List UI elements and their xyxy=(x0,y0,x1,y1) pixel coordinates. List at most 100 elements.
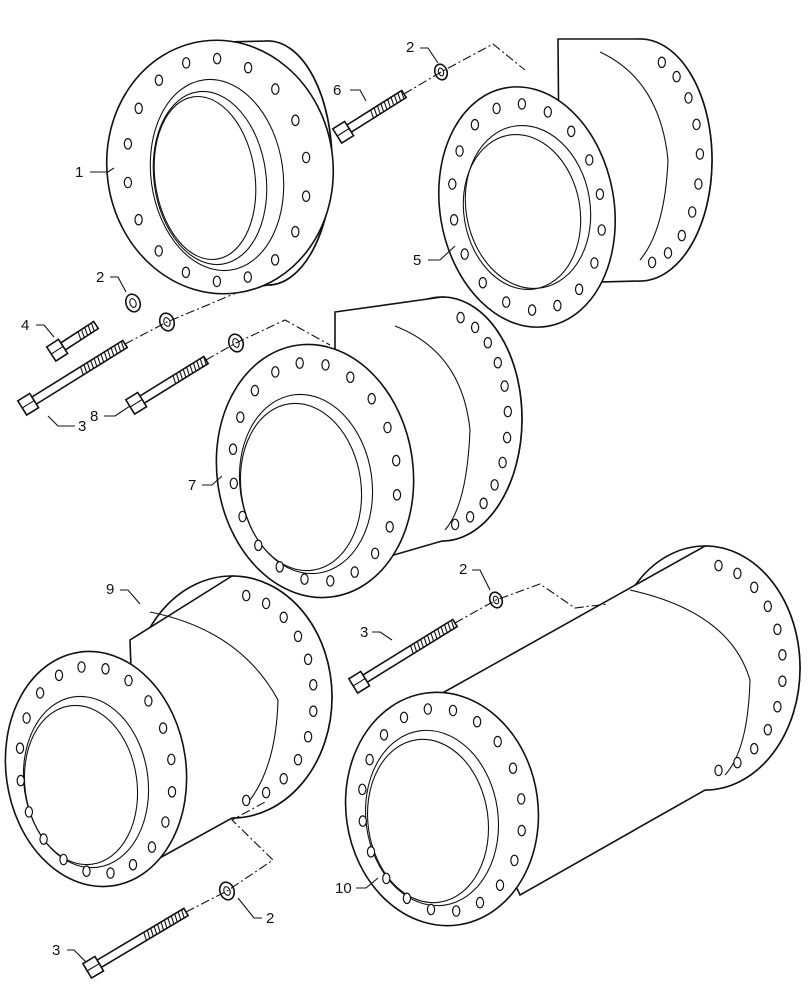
part-10-extra-long-spacer xyxy=(344,545,801,927)
bolt-hole xyxy=(158,722,168,734)
bolt-hole xyxy=(778,648,787,661)
callout-8: 8 xyxy=(90,408,98,425)
bolt-thread xyxy=(440,626,445,636)
bolt-hole xyxy=(688,206,697,218)
bolt-thread xyxy=(443,624,448,633)
bolt-thread xyxy=(83,364,88,373)
bolt-hole xyxy=(492,102,501,115)
bolt-hole xyxy=(241,589,251,602)
bolt-hole xyxy=(241,794,251,807)
part-7-medium-spacer xyxy=(215,296,523,599)
bolt-hole xyxy=(456,311,465,324)
bolt-hole xyxy=(154,245,163,257)
bolt-hole xyxy=(24,806,34,818)
bolt-hole xyxy=(301,190,311,202)
bolt-thread xyxy=(192,362,197,372)
bolt-hole xyxy=(309,705,318,717)
bolt-hole xyxy=(449,214,459,226)
bolt-hole xyxy=(475,896,485,909)
bolt-hole xyxy=(321,359,330,371)
bolt-thread xyxy=(163,919,168,929)
bolt-hole xyxy=(15,742,25,754)
callout-6: 6 xyxy=(333,82,341,99)
bolt-hole xyxy=(379,728,389,741)
bolt-hole xyxy=(275,560,284,573)
bolt-head-edge xyxy=(129,399,143,408)
bolt-thread xyxy=(393,94,398,104)
bolt-hole xyxy=(392,488,402,501)
bolt-thread xyxy=(79,366,84,376)
bolt-hole xyxy=(590,257,599,269)
bolt-hole xyxy=(543,106,553,118)
bolt-hole xyxy=(144,695,153,707)
bolt-thread xyxy=(150,927,154,937)
bolt-thread xyxy=(373,107,378,117)
bolt-hole xyxy=(261,786,271,799)
bolt-thread xyxy=(437,628,441,638)
bolt-thread xyxy=(196,360,201,370)
bolt-hole xyxy=(695,148,705,160)
bolt-thread xyxy=(447,622,452,631)
bolt-hole xyxy=(147,841,157,853)
bolt-hole xyxy=(123,176,133,189)
bolt-hole xyxy=(517,98,527,110)
bolt-hole xyxy=(346,371,355,383)
bolt-hole xyxy=(567,125,576,138)
bolt-thread xyxy=(390,97,395,106)
bolt-hole xyxy=(452,905,461,917)
bolt-shank xyxy=(345,89,408,134)
bolt-thread xyxy=(203,356,207,365)
bolt-hole xyxy=(350,566,359,578)
bolt-hole xyxy=(510,854,519,867)
bolt-hole xyxy=(402,892,412,905)
bolt-hole xyxy=(574,283,584,296)
bolt-hole xyxy=(448,704,458,717)
bolt-hole xyxy=(16,774,25,787)
bolt-hole xyxy=(300,573,309,585)
bolt-hole xyxy=(22,712,31,724)
bolt-hole xyxy=(585,154,594,166)
bolt-thread xyxy=(426,634,431,644)
bolt-thread xyxy=(80,329,85,338)
callout-1: 1 xyxy=(75,164,83,181)
bolt-thread xyxy=(86,362,91,371)
bolt-6 xyxy=(331,89,408,145)
bolt-hole xyxy=(448,178,457,190)
bolt-thread xyxy=(416,641,421,650)
bolt-head-edge xyxy=(336,128,350,137)
bolt-head-edge xyxy=(21,400,35,409)
bolt-hole xyxy=(750,742,759,755)
bolt-thread xyxy=(182,369,187,378)
bolt-hole xyxy=(470,118,480,131)
bolt-hole xyxy=(366,845,376,858)
part-5-short-spacer xyxy=(437,38,713,328)
bolt-thread xyxy=(120,341,125,350)
bolt-thread xyxy=(157,923,161,933)
bolt-thread xyxy=(370,109,375,119)
bolt-hole xyxy=(498,456,507,469)
bolt-hole xyxy=(77,661,86,673)
bolt-hole xyxy=(309,678,318,691)
bolt-thread xyxy=(181,909,185,919)
bolt-hole xyxy=(270,253,280,266)
bolt-thread xyxy=(400,90,405,100)
bolt-hole xyxy=(59,853,68,866)
bolt-thread xyxy=(167,917,172,927)
bolt-hole xyxy=(595,188,605,200)
bolt-hole xyxy=(502,431,512,444)
bolt-hole xyxy=(493,356,502,369)
bolt-hole xyxy=(212,52,222,65)
bolt-hole xyxy=(279,772,288,785)
bolt-thread xyxy=(172,375,177,384)
bolt-thread xyxy=(380,103,385,112)
bolt-hole xyxy=(101,662,110,675)
bolt-thread xyxy=(90,360,95,369)
bolt-3-right xyxy=(347,618,459,695)
bolt-thread xyxy=(177,911,182,921)
bolt-hole xyxy=(161,816,170,828)
callout-3-left: 3 xyxy=(78,418,86,435)
bolt-hole xyxy=(493,735,502,748)
bolt-hole xyxy=(483,336,492,349)
callout-labels: 1 6 2 2 4 3 8 7 5 9 2 3 2 3 10 xyxy=(21,39,467,959)
